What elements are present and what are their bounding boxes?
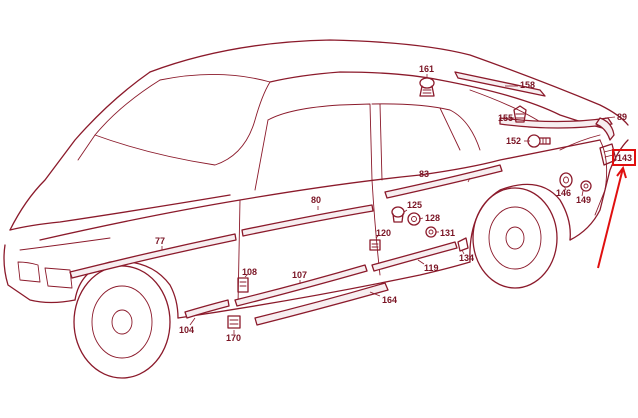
molding-104	[184, 299, 230, 319]
label-152: 152	[506, 136, 521, 146]
label-170: 170	[226, 333, 241, 343]
label-128: 128	[425, 213, 440, 223]
molding-158	[454, 71, 546, 97]
clip-170	[227, 315, 241, 329]
label-119: 119	[424, 263, 439, 273]
part-134	[457, 237, 469, 252]
label-108: 108	[242, 267, 257, 277]
label-143: 143	[617, 153, 632, 163]
molding-164	[254, 282, 389, 326]
car-body-outline	[3, 39, 629, 319]
clips	[227, 77, 617, 329]
molding-77	[69, 233, 237, 279]
highlight-143	[597, 149, 636, 269]
clip-152	[527, 134, 551, 148]
clip-146	[559, 172, 573, 188]
clip-155	[513, 105, 527, 123]
clip-108	[237, 277, 249, 293]
label-146: 146	[556, 188, 571, 198]
label-77: 77	[155, 236, 165, 246]
label-120: 120	[376, 228, 391, 238]
label-161: 161	[419, 64, 434, 74]
highlight-arrow-icon	[597, 167, 624, 269]
label-107: 107	[292, 270, 307, 280]
front-wheel	[73, 265, 171, 379]
label-149: 149	[576, 195, 591, 205]
molding-119	[371, 241, 458, 272]
clip-149	[580, 180, 592, 192]
molding-83	[384, 164, 503, 199]
label-125: 125	[407, 200, 422, 210]
clip-161	[419, 77, 435, 97]
label-83: 83	[419, 169, 429, 179]
rear-wheel	[472, 187, 558, 289]
label-80: 80	[311, 195, 321, 205]
label-134: 134	[459, 253, 474, 263]
label-89: 89	[617, 112, 627, 122]
clip-131	[425, 226, 437, 238]
label-158: 158	[520, 80, 535, 90]
molding-89	[499, 117, 613, 129]
clip-128	[407, 212, 421, 226]
leader-lines	[161, 74, 616, 334]
moldings	[69, 71, 615, 326]
molding-80	[241, 204, 374, 237]
molding-107	[234, 264, 368, 307]
clip-120	[369, 239, 381, 251]
label-131: 131	[440, 228, 455, 238]
label-104: 104	[179, 325, 194, 335]
highlight-box	[612, 149, 636, 166]
part-143-end-cap	[599, 143, 617, 166]
label-155: 155	[498, 113, 513, 123]
label-164: 164	[382, 295, 397, 305]
clip-125	[391, 206, 405, 223]
part-labels: 161 158 89 155 152 143 83 146 149 80 125…	[155, 64, 632, 343]
